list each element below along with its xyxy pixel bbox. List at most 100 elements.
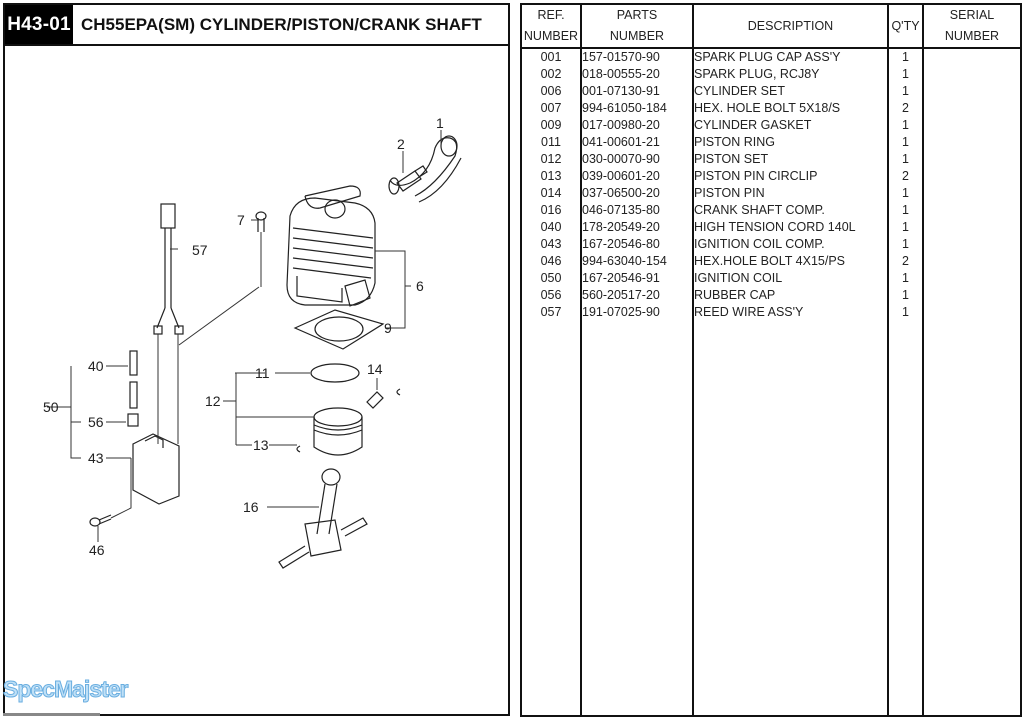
callout-46: 46 xyxy=(89,542,105,558)
qty-cell: 1 xyxy=(887,202,923,219)
callout-50: 50 xyxy=(43,399,59,415)
description-cell: PISTON PIN xyxy=(692,185,888,202)
ref-number-cell: 046 xyxy=(540,254,562,268)
part-number-cell: 994-61050-184 xyxy=(580,100,693,117)
callout-13: 13 xyxy=(253,437,269,453)
qty-cell: 1 xyxy=(887,236,923,253)
part-number-cell: 030-00070-90 xyxy=(580,151,693,168)
serial-number-cell xyxy=(922,287,1020,304)
serial-number-cell xyxy=(922,83,1020,100)
description-cell: REED WIRE ASS'Y xyxy=(692,304,888,321)
description-cell: PISTON SET xyxy=(692,151,888,168)
description-cell: CYLINDER GASKET xyxy=(692,117,888,134)
part-number-cell: 560-20517-20 xyxy=(580,287,693,304)
callout-7: 7 xyxy=(237,212,245,228)
description-cell: SPARK PLUG, RCJ8Y xyxy=(692,66,888,83)
callout-16: 16 xyxy=(243,499,259,515)
table-filler-row xyxy=(522,321,1020,715)
ref-number-cell: 056 xyxy=(540,288,562,302)
empty-cell xyxy=(580,321,693,715)
ref-number-cell: 009 xyxy=(540,118,562,132)
description-cell: RUBBER CAP xyxy=(692,287,888,304)
qty-cell: 1 xyxy=(887,48,923,66)
callout-14: 14 xyxy=(367,361,383,377)
serial-number-cell xyxy=(922,270,1020,287)
qty-cell: 1 xyxy=(887,151,923,168)
qty-cell: 1 xyxy=(887,117,923,134)
callout-11: 11 xyxy=(255,365,270,381)
ref-number-cell: 007 xyxy=(540,101,562,115)
circlip-part xyxy=(396,388,401,396)
callout-6: 6 xyxy=(416,278,424,294)
watermark-underline xyxy=(3,713,100,716)
description-cell: IGNITION COIL xyxy=(692,270,888,287)
part-number-cell: 167-20546-80 xyxy=(580,236,693,253)
piston-part xyxy=(313,407,363,456)
serial-number-cell xyxy=(922,134,1020,151)
spark-plug-part xyxy=(388,165,428,195)
description-cell: HIGH TENSION CORD 140L xyxy=(692,219,888,236)
callout-9: 9 xyxy=(384,320,392,336)
serial-number-cell xyxy=(922,66,1020,83)
qty-cell: 1 xyxy=(887,185,923,202)
high-tension-cord-part xyxy=(129,350,138,409)
part-number-cell: 046-07135-80 xyxy=(580,202,693,219)
ref-number-cell: 001 xyxy=(540,50,562,64)
part-number-cell: 041-00601-21 xyxy=(580,134,693,151)
rubber-cap-part xyxy=(127,413,139,427)
qty-cell: 1 xyxy=(887,66,923,83)
title-bar: H43-01 CH55EPA(SM) CYLINDER/PISTON/CRANK… xyxy=(5,5,508,46)
ref-number-cell: 002 xyxy=(540,67,562,81)
qty-cell: 1 xyxy=(887,219,923,236)
serial-number-cell xyxy=(922,151,1020,168)
part-number-cell: 039-00601-20 xyxy=(580,168,693,185)
serial-number-cell xyxy=(922,236,1020,253)
description-cell: CYLINDER SET xyxy=(692,83,888,100)
serial-number-cell xyxy=(922,100,1020,117)
qty-cell: 1 xyxy=(887,304,923,321)
qty-cell: 1 xyxy=(887,83,923,100)
description-cell: CRANK SHAFT COMP. xyxy=(692,202,888,219)
ref-number-cell: 014 xyxy=(540,186,562,200)
part-number-cell: 178-20549-20 xyxy=(580,219,693,236)
callout-56: 56 xyxy=(88,414,104,430)
part-number-cell: 037-06500-20 xyxy=(580,185,693,202)
ignition-coil-part xyxy=(132,433,180,505)
part-number-cell: 191-07025-90 xyxy=(580,304,693,321)
qty-cell: 2 xyxy=(887,100,923,117)
reed-wire-part xyxy=(153,203,184,335)
piston-ring-part xyxy=(310,363,360,383)
circlip-part-2 xyxy=(296,445,301,453)
ref-number-cell: 050 xyxy=(540,271,562,285)
ref-number-cell: 006 xyxy=(540,84,562,98)
part-number-cell: 001-07130-91 xyxy=(580,83,693,100)
description-cell: SPARK PLUG CAP ASS'Y xyxy=(692,48,888,66)
empty-cell xyxy=(522,321,581,715)
serial-number-cell xyxy=(922,304,1020,321)
qty-cell: 1 xyxy=(887,270,923,287)
description-cell: HEX.HOLE BOLT 4X15/PS xyxy=(692,253,888,270)
part-number-cell: 994-63040-154 xyxy=(580,253,693,270)
header-qty: Q'TY xyxy=(887,5,923,49)
qty-cell: 1 xyxy=(887,134,923,151)
section-code: H43-01 xyxy=(5,5,73,44)
header-description: DESCRIPTION xyxy=(692,5,888,49)
description-cell: IGNITION COIL COMP. xyxy=(692,236,888,253)
callout-labels: 1 2 6 7 9 11 12 13 14 16 40 43 46 50 56 … xyxy=(43,115,444,558)
qty-cell: 2 xyxy=(887,168,923,185)
